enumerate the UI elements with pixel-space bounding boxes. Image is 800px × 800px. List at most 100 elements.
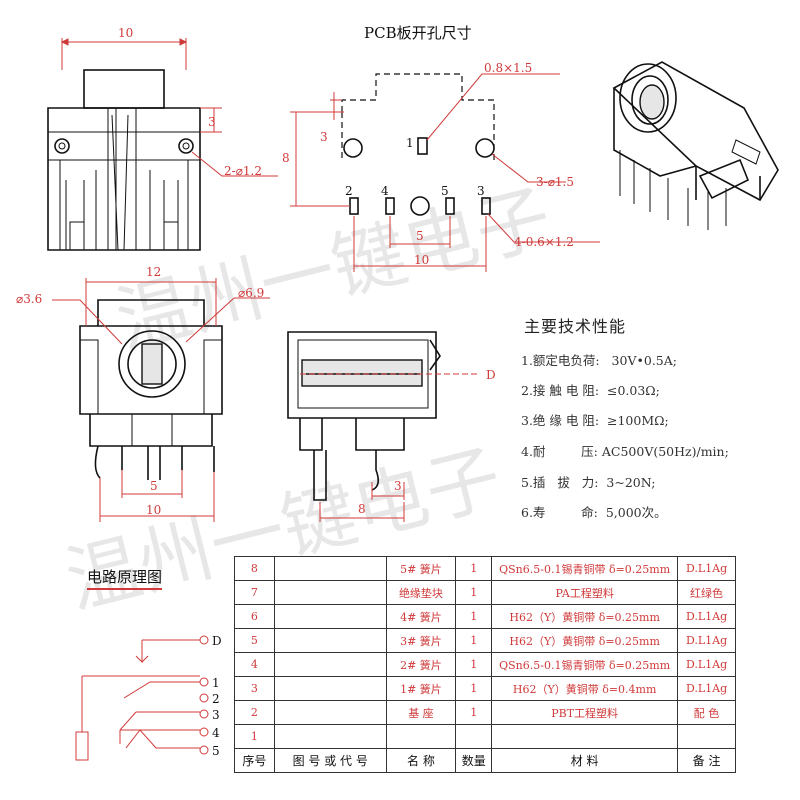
dim-pcb-pitch: 5 [416,229,424,243]
spec-item: 5.插 拔 力: 3~20N; [521,475,656,490]
bom-header-cell: 名 称 [385,748,457,773]
pin-label-1: 1 [406,136,414,150]
schematic-label-d: D [212,634,222,648]
dim-pcb-small: 3 [320,130,328,144]
front-view-drawing [79,299,223,480]
bom-cell: 1 [455,652,493,677]
bom-cell: 6 [234,604,275,629]
pcb-title: PCB板开孔尺寸 [364,24,472,42]
table-row: 1 [234,724,736,749]
spec-item: 4.耐 压: AC500V(50Hz)/min; [521,444,729,459]
dim-top-width: 10 [118,26,133,40]
dim-front-pitch: 5 [150,479,158,493]
bom-header-cell: 序号 [234,748,275,773]
pin-label-5: 5 [441,184,449,198]
schematic-label-5: 5 [212,744,220,758]
dim-pcb-height: 8 [282,151,290,165]
bom-cell: 3 [234,676,275,701]
bom-cell [273,700,387,725]
bom-cell: D.L1Ag [677,604,736,629]
bom-header-cell: 数量 [455,748,493,773]
bom-cell: 1 [455,604,493,629]
dim-side-d: D [486,368,496,382]
bom-cell: 红绿色 [677,580,736,605]
bom-header-cell: 材 料 [491,748,679,773]
table-row: 4 2# 簧片 1 QSn6.5-0.1锡青铜带 δ=0.25mm D.L1Ag [234,652,736,677]
bom-cell: 1 [455,676,493,701]
schematic-drawing: D 1 2 3 4 5 [75,634,222,761]
bom-cell: 2# 簧片 [385,652,457,677]
bom-cell: 1 [455,556,493,581]
bom-cell: 2 [234,700,275,725]
bom-cell [273,580,387,605]
dim-pcb-slot: 0.8×1.5 [484,61,532,75]
bom-cell: 配 色 [677,700,736,725]
schematic-label-1: 1 [212,676,220,690]
bom-cell [273,628,387,653]
pin-label-3: 3 [477,184,485,198]
bom-cell: 5# 簧片 [385,556,457,581]
dim-pcb-width: 10 [414,253,429,267]
bom-table: 8 5# 簧片 1 QSn6.5-0.1锡青铜带 δ=0.25mm D.L1Ag… [234,556,736,773]
bom-cell: 3# 簧片 [385,628,457,653]
dim-side-8: 8 [358,502,366,516]
spec-item: 6.寿 命: 5,000次。 [521,505,667,520]
bom-cell [455,724,493,749]
spec-item: 3.绝 缘 电 阻: ≥100MΩ; [521,413,669,428]
dim-pcb-pins: 4-0.6×1.2 [514,235,574,249]
spec-item: 2.接 触 电 阻: ≤0.03Ω; [521,383,660,398]
bom-cell: 1# 簧片 [385,676,457,701]
pin-label-2: 2 [345,184,353,198]
pcb-layout-drawing: 1 2 4 5 3 [341,73,495,216]
spec-item: 1.额定电负荷: 30V•0.5A; [521,353,677,368]
bom-cell: 4 [234,652,275,677]
bom-cell: D.L1Ag [677,652,736,677]
bom-cell: H62（Y）黄铜带 δ=0.25mm [491,628,679,653]
bom-cell: 5 [234,628,275,653]
bom-cell: PBT工程塑料 [491,700,679,725]
front-view-dimensions: 12 ⌀3.6 ⌀6.9 5 10 [16,265,270,522]
bom-cell [385,724,457,749]
bom-cell: 1 [455,700,493,725]
bom-header-cell: 图 号 或 代 号 [273,748,387,773]
bom-cell: QSn6.5-0.1锡青铜带 δ=0.25mm [491,556,679,581]
dim-front-large: ⌀6.9 [238,286,264,300]
table-row: 3 1# 簧片 1 H62（Y）黄铜带 δ=0.4mm D.L1Ag [234,676,736,701]
bom-cell: H62（Y）黄铜带 δ=0.25mm [491,604,679,629]
side-view-dimensions: 3 8 [319,479,405,522]
table-row: 2 基 座 1 PBT工程塑料 配 色 [234,700,736,725]
bom-cell: D.L1Ag [677,556,736,581]
bom-cell: 7 [234,580,275,605]
dim-top-height: 3 [208,115,216,129]
table-header-row: 序号 图 号 或 代 号 名 称 数量 材 料 备 注 [234,748,736,773]
dim-front-width: 12 [146,265,161,279]
pin-label-4: 4 [381,184,389,198]
bom-cell: 4# 簧片 [385,604,457,629]
bom-cell [273,604,387,629]
bom-cell: QSn6.5-0.1锡青铜带 δ=0.25mm [491,652,679,677]
bom-cell: 绝缘垫块 [385,580,457,605]
circuit-title: 电路原理图 [87,566,163,590]
bom-cell: 1 [455,628,493,653]
dim-side-3: 3 [394,479,402,493]
schematic-label-2: 2 [212,692,220,706]
bom-cell: 基 座 [385,700,457,725]
bom-header-cell: 备 注 [677,748,736,773]
bom-cell [273,676,387,701]
bom-cell: D.L1Ag [677,628,736,653]
bom-cell [273,652,387,677]
bom-cell [273,724,387,749]
bom-cell [491,724,679,749]
table-row: 6 4# 簧片 1 H62（Y）黄铜带 δ=0.25mm D.L1Ag [234,604,736,629]
bom-cell [273,556,387,581]
schematic-label-3: 3 [212,708,220,722]
pcb-layout-dimensions: 0.8×1.5 3 8 3-⌀1.5 4-0.6×1.2 5 10 [282,61,600,272]
bom-cell: D.L1Ag [677,676,736,701]
table-row: 7 绝缘垫块 1 PA工程塑料 红绿色 [234,580,736,605]
schematic-label-4: 4 [212,726,220,740]
specs-title: 主要技术性能 [524,317,627,336]
dim-front-small: ⌀3.6 [16,292,42,306]
bom-cell [677,724,736,749]
dim-pcb-big: 3-⌀1.5 [536,175,574,189]
